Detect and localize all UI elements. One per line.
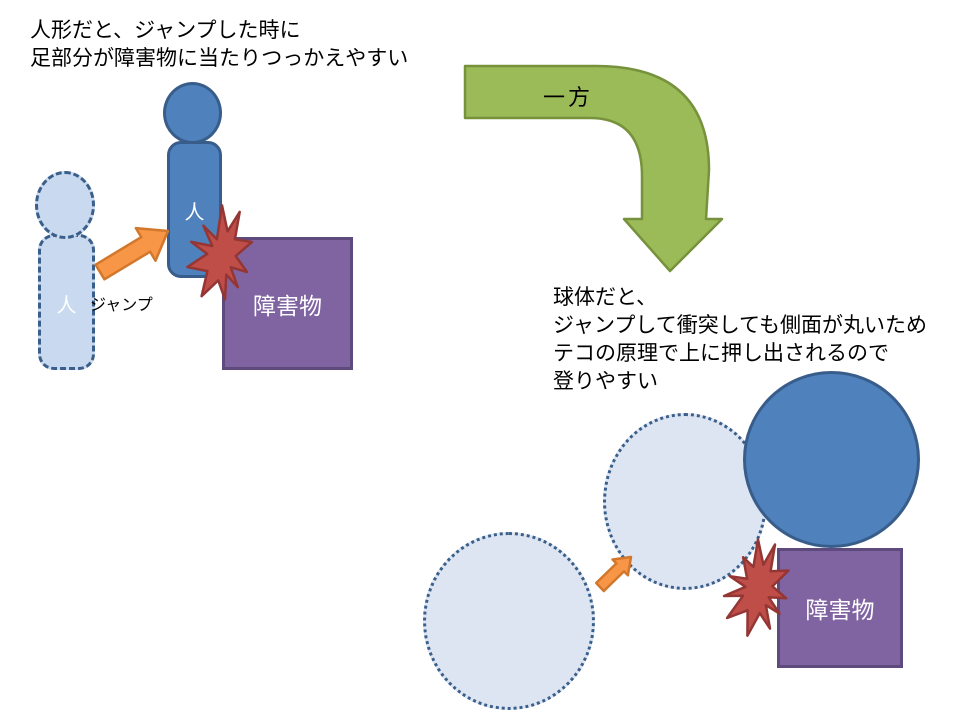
person-label: 人 — [184, 200, 205, 224]
obstacle-right: 障害物 — [777, 548, 903, 668]
ghost-person-head — [35, 171, 95, 239]
ghost-sphere-start — [423, 532, 595, 710]
caption-humanoid-line2: 足部分が障害物に当たりつっかえやすい — [30, 46, 409, 70]
ghost-sphere-mid — [603, 413, 767, 590]
obstacle-left: 障害物 — [222, 237, 353, 370]
ghost-person-body: 人 — [38, 234, 95, 370]
caption-sphere: 球体だと、 ジャンプして衝突しても側面が丸いため テコの原理で上に押し出されるの… — [553, 283, 927, 395]
person-body: 人 — [167, 141, 222, 278]
caption-sphere-line1: 球体だと、 — [553, 285, 658, 309]
obstacle-left-label: 障害物 — [253, 293, 322, 320]
transition-arrow-label: 一方 — [542, 86, 593, 111]
caption-sphere-line4: 登りやすい — [553, 369, 658, 393]
caption-sphere-line2: ジャンプして衝突しても側面が丸いため — [553, 313, 928, 337]
jump-arrow-icon — [94, 226, 170, 281]
jump-arrow-label: ジャンプ — [90, 295, 153, 314]
ghost-person-label: 人 — [56, 293, 77, 317]
obstacle-right-label: 障害物 — [805, 598, 875, 624]
caption-humanoid: 人形だと、ジャンプした時に 足部分が障害物に当たりつっかえやすい — [30, 16, 408, 72]
caption-humanoid-line1: 人形だと、ジャンプした時に — [30, 18, 301, 42]
solid-sphere — [743, 371, 920, 548]
person-head — [163, 82, 222, 144]
caption-sphere-line3: テコの原理で上に押し出されるので — [553, 341, 889, 365]
